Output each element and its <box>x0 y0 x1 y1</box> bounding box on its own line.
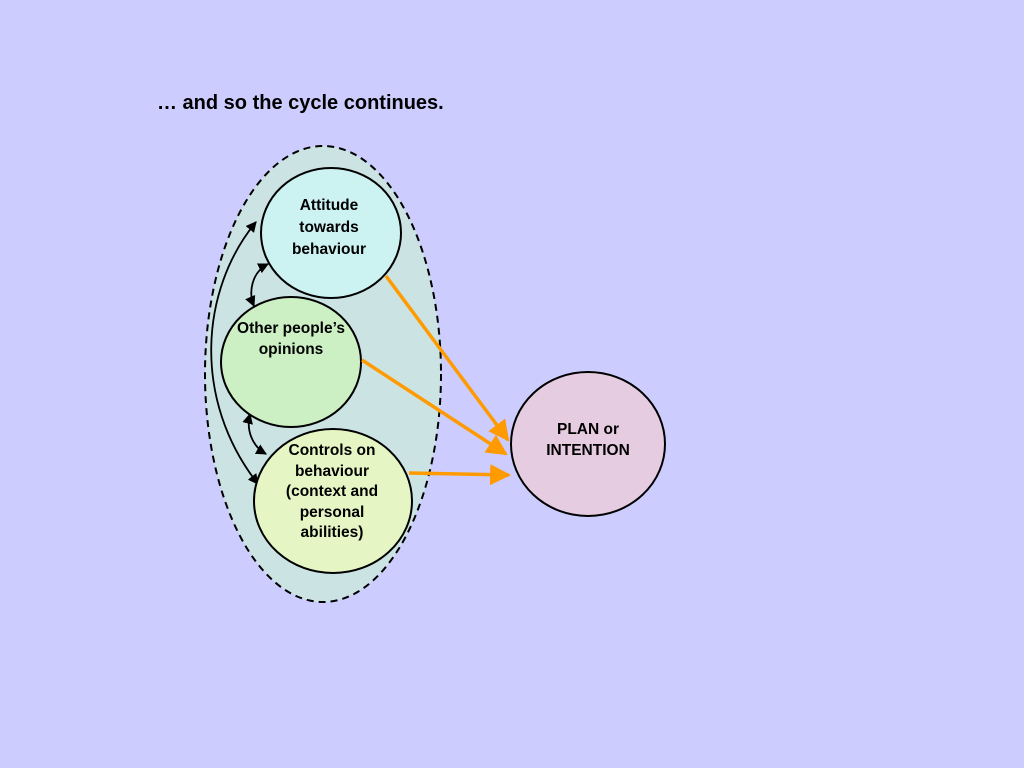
attitude-node-label: Attitude towards behaviour <box>291 197 367 258</box>
others-to-plan-arrow <box>361 358 508 456</box>
attitude-to-plan-arrow <box>384 274 510 442</box>
others-controls-arrow <box>242 412 267 455</box>
cycle-curve-arrow <box>210 221 259 485</box>
controls-node <box>253 428 413 574</box>
others-node-label: Other people’s opinions <box>237 320 345 358</box>
controls-node-label: Controls on behaviour (context and perso… <box>285 442 379 541</box>
others-node <box>220 296 362 428</box>
attitude-others-arrow <box>245 263 269 307</box>
plan-node <box>510 371 666 517</box>
attitude-node <box>260 167 402 299</box>
plan-node-label: PLAN or INTENTION <box>546 421 630 459</box>
slide-title: … and so the cycle continues. <box>157 92 444 114</box>
controls-to-plan-arrow <box>408 464 512 486</box>
